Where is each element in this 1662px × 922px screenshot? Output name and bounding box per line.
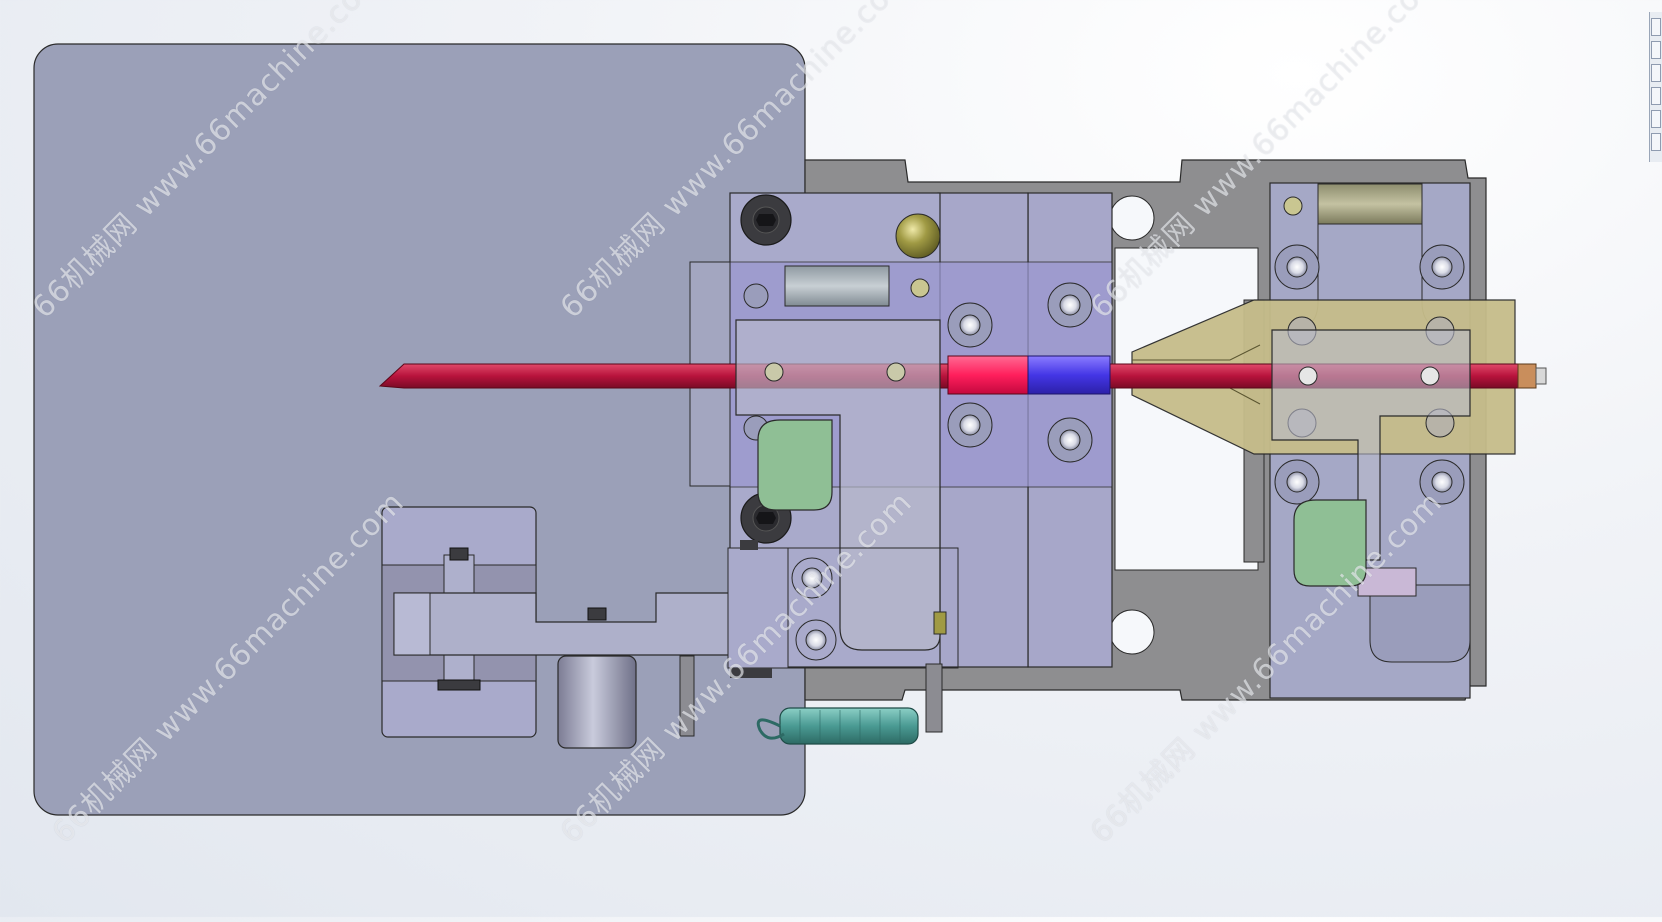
sleeve-blue <box>1027 355 1111 395</box>
resources-icon[interactable] <box>1651 41 1661 59</box>
cylinder <box>557 655 637 749</box>
lever-arm <box>735 319 941 651</box>
green-pad-right <box>1293 499 1367 587</box>
task-pane-strip <box>1649 12 1662 162</box>
home-icon[interactable] <box>1651 18 1661 36</box>
appearances-icon[interactable] <box>1651 110 1661 128</box>
middle-block-holes <box>743 282 1093 463</box>
file-explorer-icon[interactable] <box>1651 87 1661 105</box>
sleeve-pink <box>947 355 1029 395</box>
green-pad-left <box>757 419 833 511</box>
design-library-icon[interactable] <box>1651 64 1661 82</box>
ball-detent <box>895 213 941 259</box>
right-clamp <box>1271 329 1471 561</box>
right-block-holes <box>1274 244 1465 505</box>
custom-properties-icon[interactable] <box>1651 133 1661 151</box>
tension-spring <box>779 707 919 745</box>
actuator-arm <box>393 592 741 656</box>
